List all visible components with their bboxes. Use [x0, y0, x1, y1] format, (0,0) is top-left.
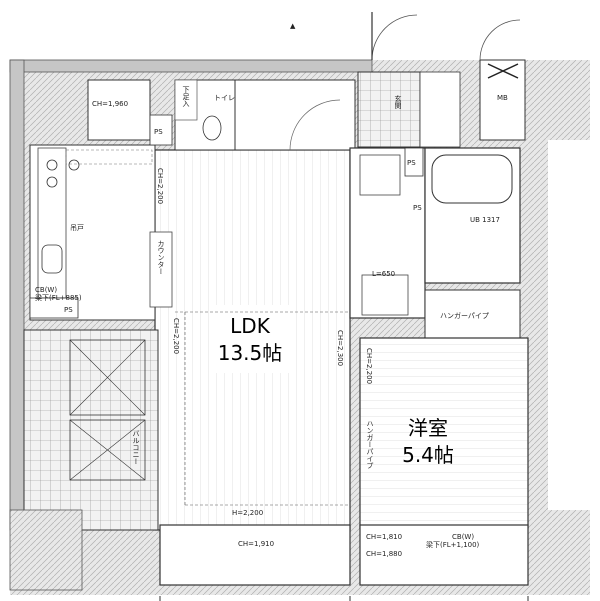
ldk-bottom-strip	[159, 524, 351, 586]
counter-label: カウンター	[157, 240, 165, 275]
ldk-room-name: LDK	[230, 314, 271, 338]
western-closet	[424, 289, 521, 339]
mb-label: MB	[497, 94, 508, 102]
entrance-door-swing	[371, 14, 418, 61]
ch-1810-label: CH=1,810	[366, 533, 402, 541]
ub-label: UB 1317	[470, 216, 500, 224]
kitchen-cabinet-strip	[65, 149, 153, 165]
mb-door-swing	[479, 19, 521, 61]
bottom-left-wall	[9, 509, 83, 591]
cbw-label: CB(W)	[452, 533, 474, 541]
balcony-hatch-x-icon	[69, 419, 146, 481]
genkan-area	[357, 71, 421, 148]
mb-box	[479, 59, 526, 141]
balcony-label: バルコニー	[132, 430, 140, 465]
ch-2200-label: CH=2,200	[172, 318, 180, 354]
mb-x-icon	[487, 63, 519, 79]
toilet-icon	[202, 115, 222, 141]
left-wall	[9, 59, 25, 531]
beam-fl1100-label: 梁下(FL+1,100)	[426, 540, 480, 549]
genkan-label: 玄関	[394, 94, 402, 110]
north-arrow-icon: ▲	[290, 22, 296, 30]
balcony-hatch-lower	[69, 419, 146, 481]
bathtub-icon	[431, 154, 513, 204]
washbasin	[359, 154, 401, 196]
stove-burner-icon	[46, 159, 58, 171]
balcony-hatch-upper	[69, 339, 146, 416]
ps-label-2: PS	[407, 159, 416, 167]
ps-label-1: PS	[154, 128, 163, 136]
lower-storage-label: 下足入	[182, 86, 190, 107]
h-2200-label: H=2,200	[232, 509, 263, 517]
hanger-pipe-label-top: ハンガーパイプ	[440, 311, 489, 320]
hanger-pipe-label: ハンガーパイプ	[366, 420, 374, 469]
lower-storage	[174, 79, 198, 121]
stove-burner-icon	[46, 176, 58, 188]
ps-label-3: PS	[64, 306, 73, 314]
balcony-area	[23, 329, 159, 531]
upper-storage	[87, 79, 151, 141]
right-exterior	[548, 140, 600, 510]
western-room-floor	[359, 337, 529, 529]
ps-box-2	[404, 147, 424, 177]
ch-2200-label: CH=2,200	[365, 348, 373, 384]
hallway	[234, 79, 356, 151]
l650-label: L=650	[372, 270, 395, 278]
ldk-room-size: 13.5帖	[218, 341, 283, 365]
ch-1960-label: CH=1,960	[92, 100, 128, 108]
ps-box-1	[149, 114, 173, 146]
ldk-label-box	[210, 305, 290, 373]
counter-strip	[149, 231, 173, 308]
western-bottom-strip	[359, 524, 529, 586]
hall-door-swing	[289, 99, 341, 151]
balcony-hatch-x-icon	[69, 339, 146, 416]
sink-icon	[41, 244, 63, 274]
washing-machine	[361, 274, 409, 316]
ch-1880-label: CH=1,880	[366, 550, 402, 558]
cbw-label: CB(W)	[35, 286, 57, 294]
toilet-label: トイレ	[214, 94, 235, 102]
shoe-box	[419, 71, 461, 148]
stove-burner-icon	[68, 159, 80, 171]
ps-label-4: PS	[413, 204, 422, 212]
beam-fl885-label: 梁下(FL+885)	[35, 293, 82, 302]
western-room-name: 洋室	[408, 416, 448, 440]
western-room-size: 5.4帖	[402, 443, 454, 467]
bathroom	[424, 147, 521, 284]
ch-1910-label: CH=1,910	[238, 540, 274, 548]
ch-2300-label: CH=2,300	[336, 330, 344, 366]
ps-box-3	[29, 297, 79, 319]
top-wall	[9, 59, 373, 73]
l650-duplicate: 吊戸	[70, 224, 84, 232]
ch-2200-label: CH=2,200	[156, 168, 164, 204]
kitchen-counter	[37, 147, 67, 299]
